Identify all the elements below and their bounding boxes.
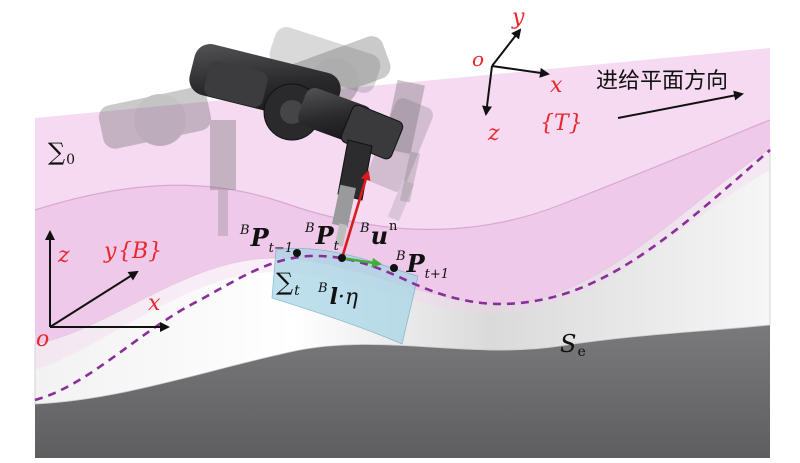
label-p-prev: BPt−1 [239, 223, 293, 256]
label-feed-direction: 进给平面方向 [596, 69, 728, 94]
tool-axis-vector-u [340, 170, 371, 259]
tool-frame-y-label: y [511, 5, 525, 30]
ground-surface [35, 325, 770, 458]
base-frame-y-label: y [103, 239, 117, 264]
label-sigma0: ∑0 [48, 138, 75, 168]
tool-frame-x-label: x [550, 73, 563, 98]
label-l-eta: Bl·η [317, 281, 358, 310]
base-frame-z-label: z [57, 243, 70, 268]
feed-plane-lower-band [35, 120, 770, 344]
base-frame-axes [45, 230, 170, 332]
industrial-robot-arm-icon [269, 27, 433, 222]
label-u-vector: Bun [359, 219, 398, 250]
base-frame-name: {B} [118, 239, 162, 264]
tool-frame-name: {T} [540, 111, 583, 136]
feed-vector-l-eta [341, 256, 382, 268]
point-p-prev [293, 249, 301, 257]
point-p-next [390, 264, 398, 272]
label-p-next: BPt+1 [395, 249, 449, 282]
feed-direction-arrow [617, 90, 744, 119]
tool-frame-z-label: z [487, 121, 500, 146]
tool-frame-axes [482, 28, 550, 116]
feed-plane-overlay-lower [35, 148, 770, 370]
label-p-curr: BPt [304, 221, 340, 254]
point-p-curr [338, 254, 346, 262]
industrial-robot-arm-icon [189, 44, 404, 247]
label-sigma-t: ∑t [276, 268, 300, 299]
base-frame-x-label: x [148, 291, 161, 316]
base-frame-o-label: o [36, 327, 49, 352]
label-se: Se [560, 330, 586, 360]
industrial-robot-arm-icon [98, 87, 236, 236]
tangent-patch-sigma-t [271, 248, 419, 345]
feed-plane-upper-edge [34, 119, 771, 231]
tool-frame-o-label: o [472, 47, 484, 71]
